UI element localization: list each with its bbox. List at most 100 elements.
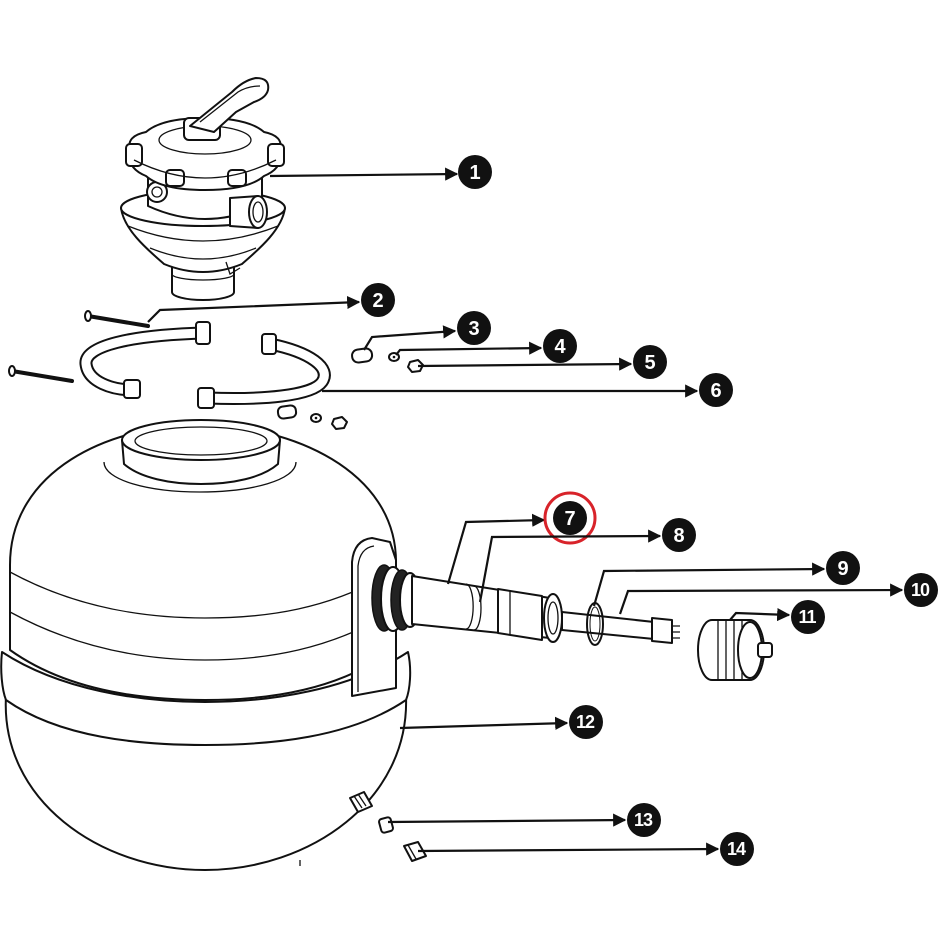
callout-number: 14 — [727, 839, 746, 859]
rod-end-cap — [651, 617, 673, 644]
bolt-head — [84, 310, 92, 322]
leader-line — [446, 513, 546, 585]
callout-8: 8 — [478, 518, 696, 603]
o-ring-inner — [589, 606, 601, 642]
bolt-shaft — [10, 369, 74, 383]
drain-fitting — [349, 791, 373, 813]
clamp-bolt — [84, 310, 150, 328]
leader-line — [363, 325, 457, 351]
leader-line — [399, 716, 569, 730]
lateral-pipe-assembly — [371, 564, 563, 643]
pipe-end-flange — [543, 593, 563, 643]
end-cap-nozzle — [757, 642, 773, 658]
tank-seam — [9, 609, 397, 661]
callout-badge — [457, 311, 491, 345]
cover-tab — [125, 143, 143, 167]
callout-12: 12 — [399, 705, 603, 739]
rod-pins — [672, 625, 680, 639]
tank-upper-body — [9, 424, 397, 701]
nut — [407, 359, 424, 373]
nut-body — [407, 359, 424, 373]
pipe-sleeve — [497, 588, 543, 641]
clamp-bolt — [8, 365, 74, 383]
highlight-ring — [543, 491, 597, 545]
leader-line — [387, 813, 627, 827]
drain-plug-insert — [378, 816, 394, 834]
rod-body — [561, 611, 655, 640]
drain-cap — [403, 841, 427, 862]
leader-line — [395, 341, 543, 356]
callout-badge — [699, 373, 733, 407]
washer-hole — [392, 355, 396, 359]
callout-badge — [633, 345, 667, 379]
bolt-shaft — [86, 314, 150, 328]
callout-badge — [826, 551, 860, 585]
callout-number: 13 — [634, 810, 653, 830]
leader-line — [618, 583, 904, 615]
callout-number: 11 — [798, 607, 816, 627]
leader-line — [147, 295, 361, 323]
washer-hole — [314, 416, 318, 420]
callout-number: 1 — [469, 162, 480, 184]
flange-band — [127, 225, 279, 242]
callout-badge — [361, 283, 395, 317]
clamp-pin — [276, 404, 298, 420]
callout-number: 8 — [673, 525, 684, 547]
callout-3: 3 — [363, 311, 491, 351]
callout-10: 10 — [618, 573, 938, 615]
clamp-tab — [195, 321, 211, 345]
callout-9: 9 — [592, 551, 860, 607]
flange-rib — [225, 261, 241, 275]
callout-number: 5 — [644, 352, 655, 374]
valve-port-right-face — [248, 195, 268, 229]
pin-body — [276, 404, 298, 420]
clamp-half-left — [79, 321, 211, 399]
bolt-head — [8, 365, 16, 377]
clamp-tab — [261, 333, 277, 355]
leader-line — [269, 167, 459, 181]
clamp-pin — [351, 347, 374, 364]
callout-number: 6 — [710, 380, 721, 402]
callout-badge — [791, 600, 825, 634]
callout-number: 12 — [576, 712, 595, 732]
cover-band — [133, 159, 277, 179]
callout-7: 7 — [446, 491, 597, 585]
leader-line — [417, 357, 633, 371]
callout-badge — [720, 832, 754, 866]
tank-neck-opening — [134, 426, 268, 456]
callout-5: 5 — [417, 345, 667, 379]
callout-number: 4 — [554, 336, 566, 358]
filter-tank — [0, 419, 412, 871]
pipe-end-bore — [547, 601, 559, 635]
end-cap-grip — [717, 621, 743, 679]
tank-belt — [0, 651, 412, 746]
valve-port-left-bore — [151, 186, 163, 198]
pipe-groove — [171, 273, 235, 281]
callout-4: 4 — [395, 329, 577, 363]
callout-number: 9 — [837, 558, 848, 580]
washer — [310, 413, 322, 423]
nut-body — [331, 416, 348, 430]
end-cap — [697, 619, 773, 681]
tank-neck-base — [103, 461, 297, 493]
valve-port-right-bore — [252, 201, 264, 223]
callout-6: 6 — [322, 373, 733, 407]
callout-number: 2 — [372, 290, 383, 312]
callout-1: 1 — [269, 155, 492, 189]
leader-line — [592, 562, 826, 607]
callout-11: 11 — [729, 600, 825, 634]
pipe-ring — [473, 585, 482, 631]
cover-tab — [165, 169, 185, 187]
callout-badge — [458, 155, 492, 189]
clamp-half-right — [197, 333, 331, 409]
handle-edge — [199, 85, 261, 123]
callout-badge — [662, 518, 696, 552]
cover-tab — [227, 169, 247, 187]
leader-line — [417, 842, 720, 856]
multiport-valve — [120, 77, 286, 301]
drain-thread — [353, 793, 367, 809]
drain-cap-edge — [407, 844, 417, 860]
callout-number: 10 — [911, 580, 930, 600]
cover-tab — [267, 143, 285, 167]
